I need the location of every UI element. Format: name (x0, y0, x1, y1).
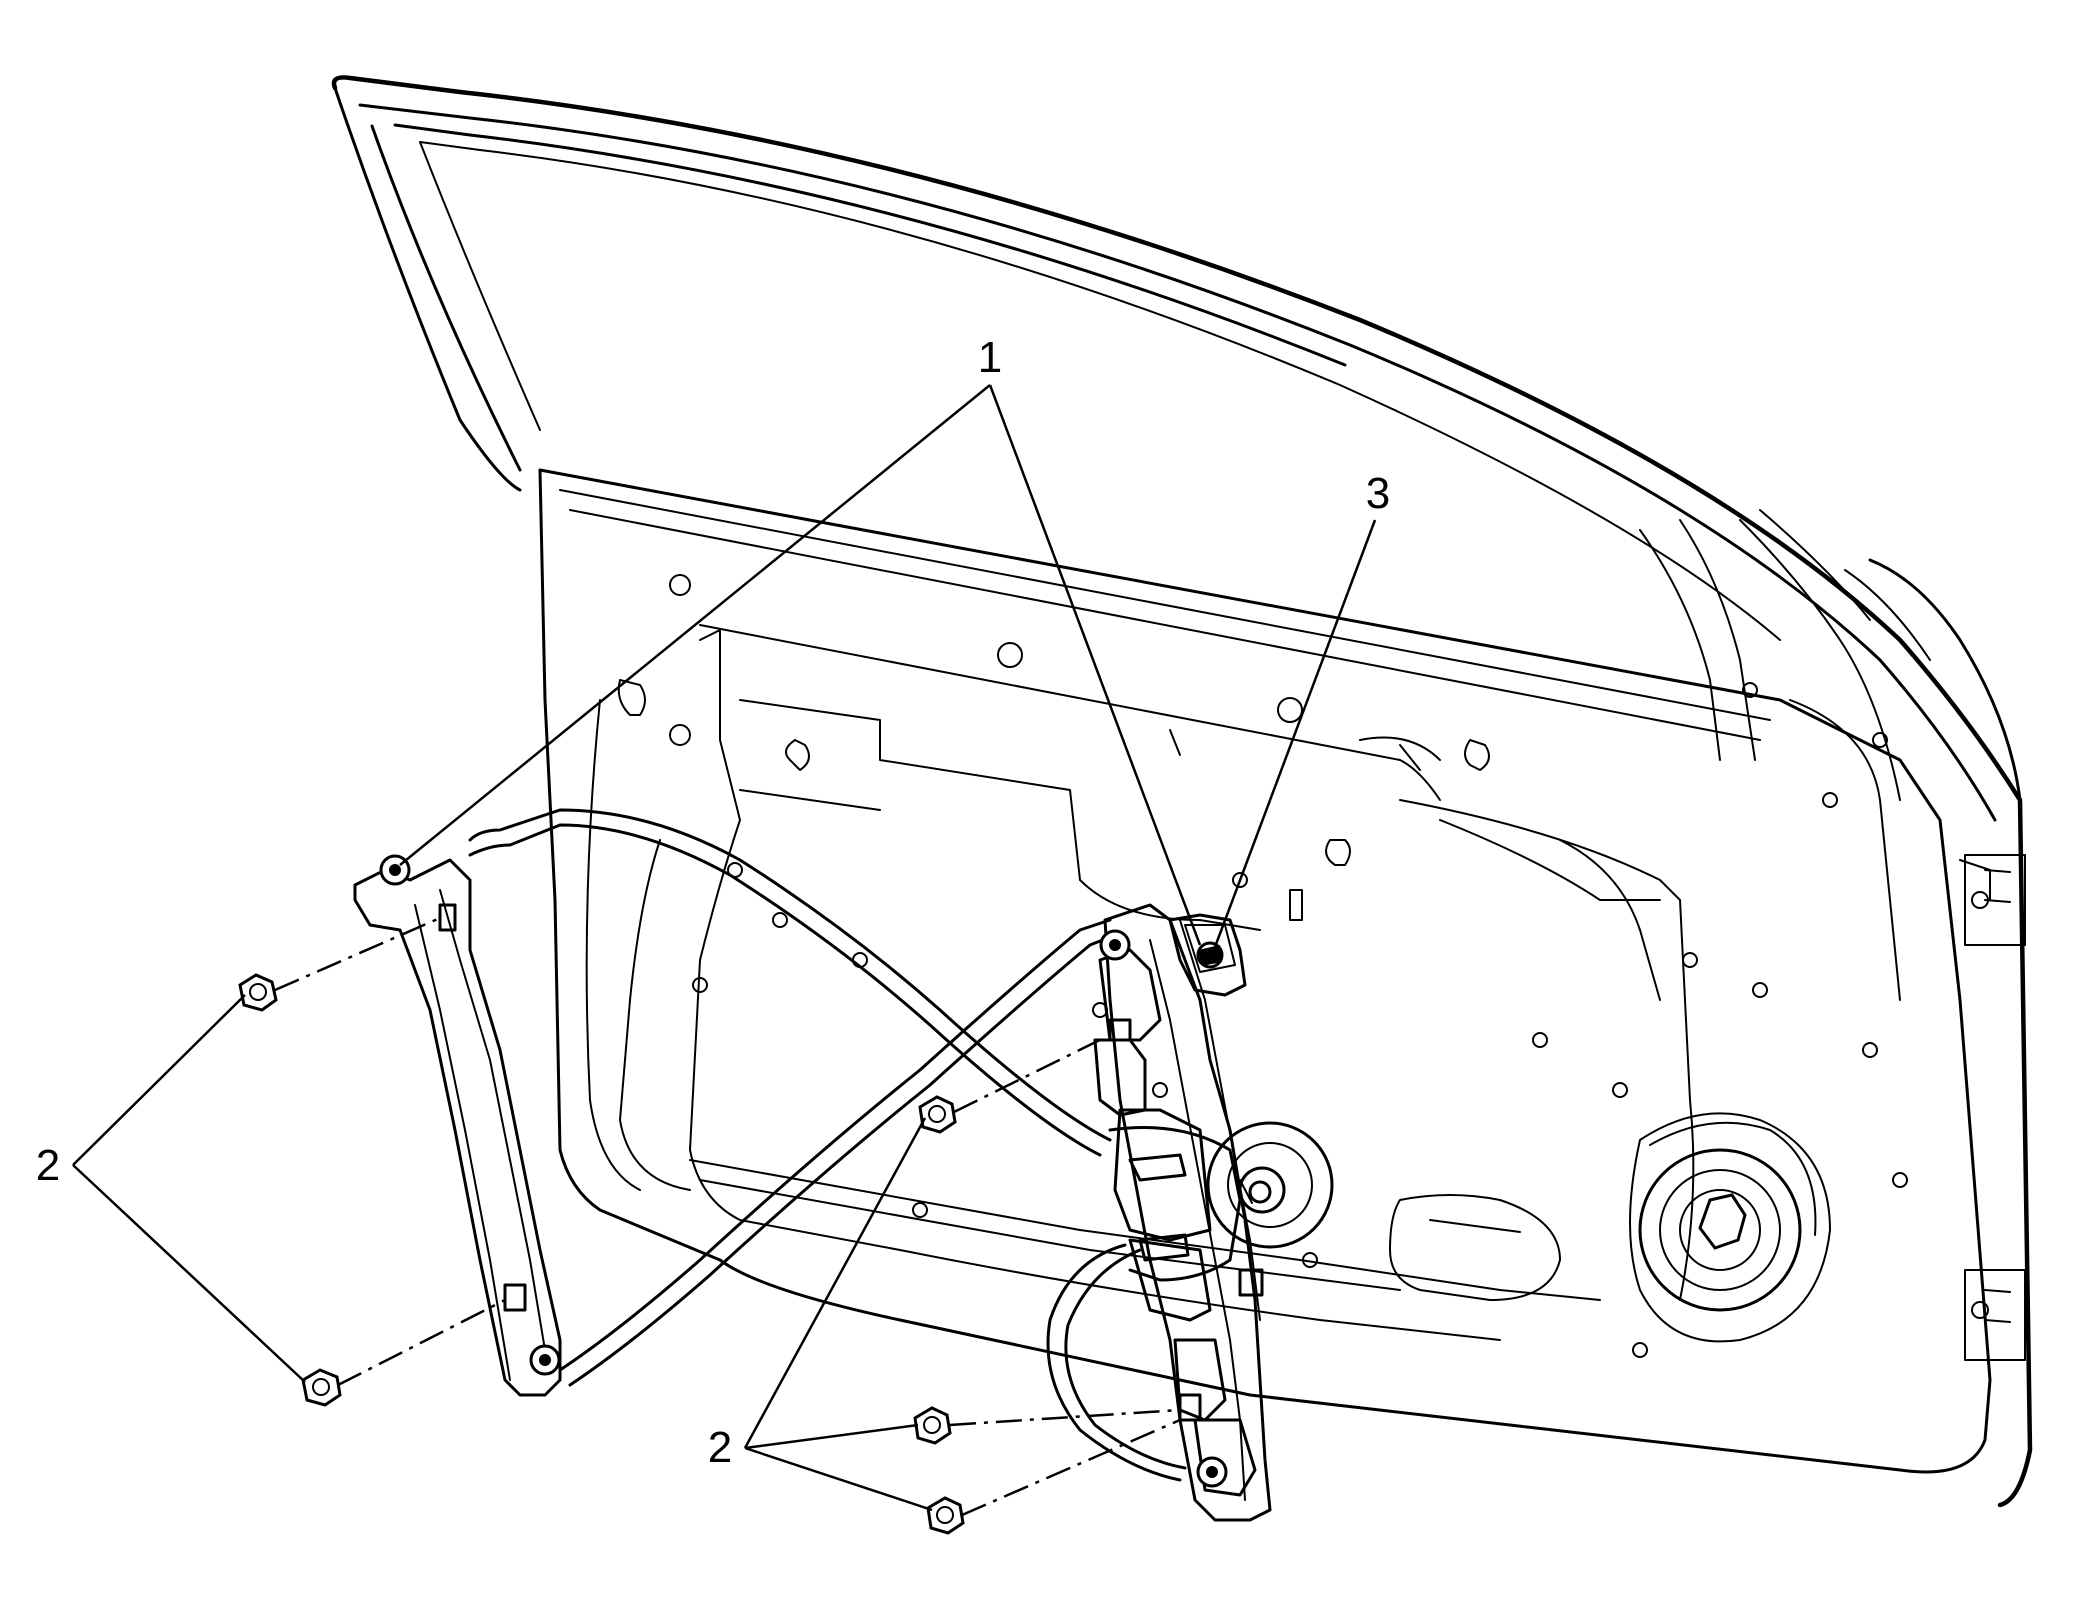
door-inner-panel (538, 468, 2026, 1474)
callout-2b: 2 (708, 1423, 732, 1472)
bolt-icon (918, 1095, 957, 1134)
door-window-frame (331, 75, 2033, 1508)
bolt-icon (238, 973, 278, 1012)
regulator-rail-right (1046, 903, 1334, 1522)
fastener-group (238, 916, 1181, 1535)
callout-2a: 2 (36, 1141, 60, 1190)
callout-3: 3 (1366, 469, 1390, 518)
bolt-icon (913, 1406, 952, 1445)
callout-1: 1 (978, 333, 1002, 382)
bolt-icon (301, 1368, 342, 1407)
callout-leaders (72, 384, 1377, 1512)
bolt-icon (926, 1496, 965, 1535)
regulator-rail-left (353, 808, 1117, 1397)
